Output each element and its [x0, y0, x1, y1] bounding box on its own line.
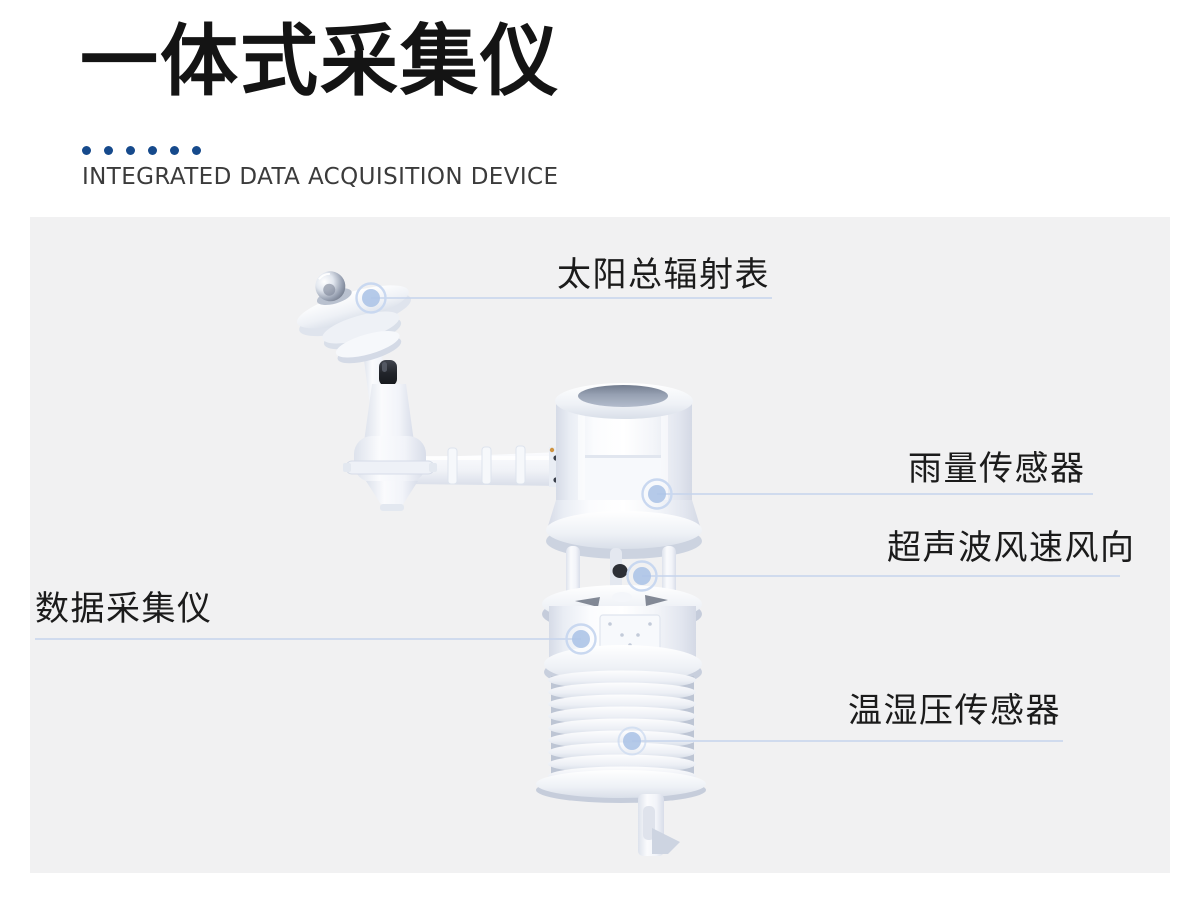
accent-dot [126, 145, 135, 155]
page-title: 一体式采集仪 [80, 17, 561, 107]
pyranometer [296, 271, 411, 364]
marker-solar [355, 282, 387, 314]
rain-gauge [546, 383, 702, 559]
accent-dot [148, 145, 157, 155]
bottom-bracket [638, 794, 680, 856]
leader-lines [35, 297, 1120, 742]
accent-dot [104, 145, 113, 155]
label-rain-sensor: 雨量传感器 [908, 449, 1086, 489]
dots-row [82, 144, 201, 156]
marker-logger [565, 623, 597, 655]
label-ultrasonic-wind-sensor: 超声波风速风向 [887, 528, 1136, 568]
accent-dot [170, 145, 179, 155]
marker-wind [626, 560, 658, 592]
label-temp-humidity-pressure-sensor: 温湿压传感器 [848, 691, 1061, 731]
accent-dot [192, 145, 201, 155]
pyranometer-mount [343, 348, 437, 511]
label-data-logger: 数据采集仪 [35, 589, 213, 629]
label-solar-radiation-sensor: 太阳总辐射表 [557, 255, 770, 295]
accent-dot [82, 145, 91, 155]
marker-rain [641, 478, 673, 510]
radiation-shield [536, 670, 706, 803]
marker-thp [617, 726, 647, 756]
header: 一体式采集仪 INTEGRATED DATA ACQUISITION DEVIC… [80, 17, 561, 190]
page-subtitle: INTEGRATED DATA ACQUISITION DEVICE [82, 164, 559, 190]
